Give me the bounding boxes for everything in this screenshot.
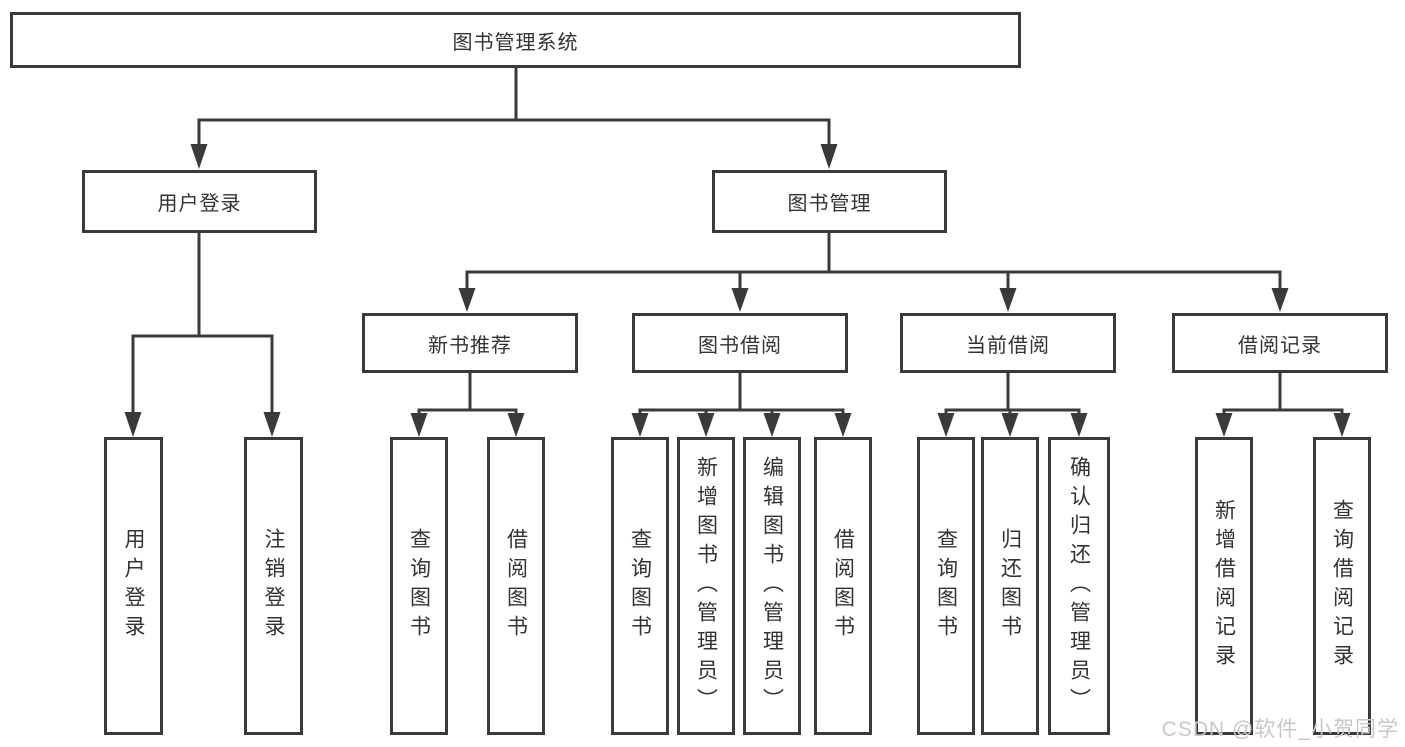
node-label: 借阅记录: [1238, 334, 1322, 357]
node-leaf-query-books-2: 查询图书: [611, 437, 669, 735]
node-leaf-confirm-return-admin: 确认归还（管理员）: [1048, 437, 1110, 735]
node-leaf-add-borrow-record: 新增借阅记录: [1195, 437, 1253, 735]
node-leaf-borrow-books-2: 借阅图书: [814, 437, 872, 735]
node-leaf-logout: 注销登录: [244, 437, 303, 735]
node-label: 借阅图书: [831, 528, 855, 644]
node-label: 新增借阅记录: [1212, 499, 1236, 673]
node-book-borrowing: 图书借阅: [632, 313, 848, 373]
node-leaf-query-books-1: 查询图书: [390, 437, 448, 735]
node-borrowing-records: 借阅记录: [1172, 313, 1388, 373]
csdn-watermark: CSDN @软件_小贺同学: [1161, 718, 1399, 741]
node-leaf-return-book: 归还图书: [981, 437, 1039, 735]
node-leaf-user-login: 用户登录: [104, 437, 163, 735]
node-book-management: 图书管理: [712, 170, 947, 233]
node-library-management-system: 图书管理系统: [10, 12, 1021, 68]
node-label: 借阅图书: [504, 528, 528, 644]
node-label: 用户登录: [122, 528, 145, 644]
node-current-borrowing: 当前借阅: [900, 313, 1116, 373]
node-label: 图书管理: [787, 193, 872, 215]
node-label: 图书管理系统: [452, 31, 579, 54]
node-leaf-borrow-books-1: 借阅图书: [487, 437, 545, 735]
node-label: 新书推荐: [428, 334, 512, 357]
node-new-book-recommendation: 新书推荐: [362, 313, 578, 373]
node-label: 归还图书: [998, 528, 1022, 644]
node-label: 查询借阅记录: [1330, 499, 1354, 673]
node-user-login: 用户登录: [82, 170, 317, 233]
node-label: 查询图书: [628, 528, 652, 644]
node-label: 确认归还（管理员）: [1067, 455, 1091, 717]
node-leaf-edit-book-admin: 编辑图书（管理员）: [743, 437, 801, 735]
node-label: 查询图书: [407, 528, 431, 644]
node-label: 新增图书（管理员）: [694, 455, 718, 717]
node-leaf-query-books-3: 查询图书: [917, 437, 975, 735]
node-label: 查询图书: [934, 528, 958, 644]
node-leaf-query-borrow-record: 查询借阅记录: [1313, 437, 1371, 735]
node-label: 用户登录: [157, 193, 242, 215]
node-label: 注销登录: [262, 528, 285, 644]
node-label: 编辑图书（管理员）: [760, 455, 784, 717]
node-leaf-add-book-admin: 新增图书（管理员）: [677, 437, 735, 735]
node-label: 当前借阅: [966, 334, 1050, 357]
node-label: 图书借阅: [698, 334, 782, 357]
